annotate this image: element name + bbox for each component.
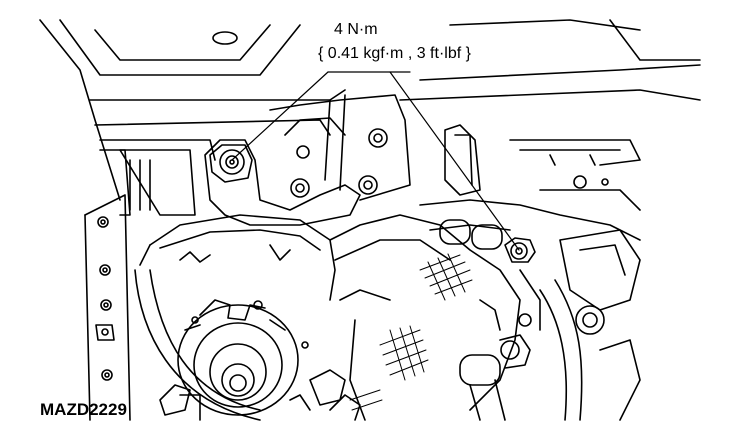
torque-conversion-label: { 0.41 kgf·m , 3 ft·lbf }: [318, 45, 471, 62]
pulley-cover: [134, 214, 336, 421]
hatch-areas: [349, 253, 473, 411]
left-nut: [209, 144, 253, 183]
leader-lines: [231, 71, 520, 251]
left-housing: [84, 194, 131, 421]
right-nut: [504, 237, 536, 263]
lower-pipes: [459, 299, 532, 421]
upper-engine-block: [39, 19, 701, 216]
crank-pulley: [177, 299, 309, 416]
central-block: [329, 214, 521, 421]
torque-value-label: 4 N·m: [334, 21, 378, 38]
lower-components: [159, 369, 361, 421]
right-assembly: [419, 124, 641, 421]
figure-code: MAZD2229: [40, 400, 127, 419]
bracket: [204, 94, 411, 226]
